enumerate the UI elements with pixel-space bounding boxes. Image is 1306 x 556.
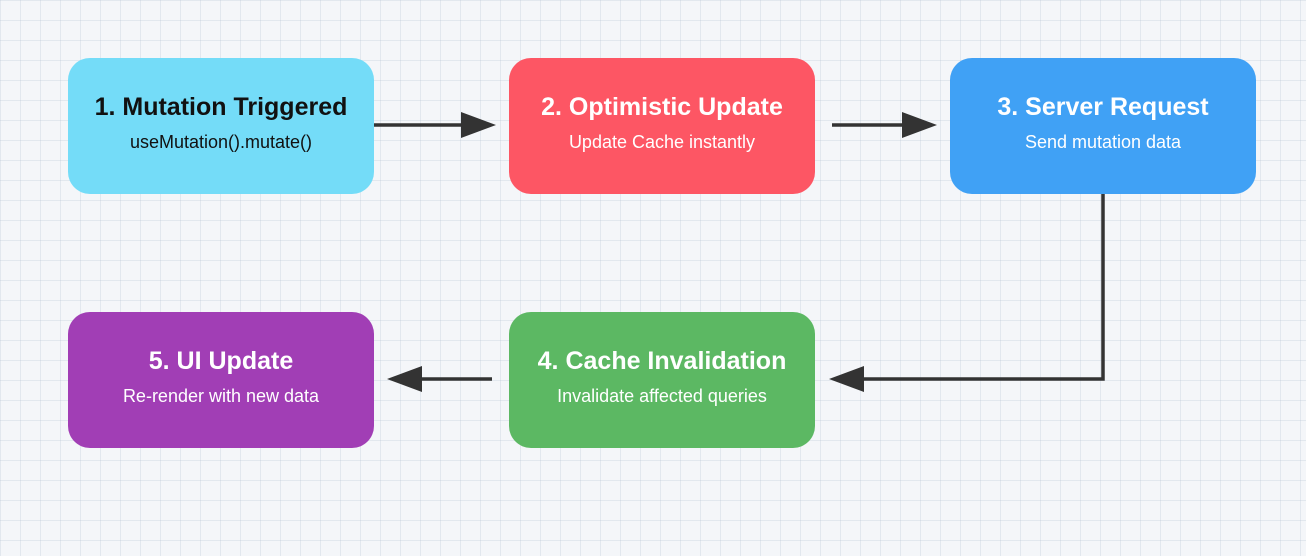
node-optimistic-update: 2. Optimistic Update Update Cache instan… <box>509 58 815 194</box>
arrowhead-right-icon <box>461 112 496 138</box>
arrowhead-left-icon <box>829 366 864 392</box>
node-ui-update: 5. UI Update Re-render with new data <box>68 312 374 448</box>
edge-n1-n2 <box>374 112 496 138</box>
node-subtitle: Send mutation data <box>1024 132 1182 152</box>
node-title: 1. Mutation Triggered <box>94 93 348 121</box>
edge-n4-n5 <box>387 366 492 392</box>
node-subtitle: Update Cache instantly <box>568 132 756 152</box>
edge-n3-n4 <box>829 193 1105 392</box>
node-title: 2. Optimistic Update <box>541 93 783 121</box>
node-subtitle: Re-render with new data <box>122 386 320 406</box>
edge-line <box>858 193 1105 381</box>
arrowhead-right-icon <box>902 112 937 138</box>
node-title: 5. UI Update <box>148 347 294 375</box>
node-cache-invalidation: 4. Cache Invalidation Invalidate affecte… <box>509 312 815 448</box>
node-title: 3. Server Request <box>997 93 1209 121</box>
edge-n2-n3 <box>832 112 937 138</box>
node-mutation-triggered: 1. Mutation Triggered useMutation().muta… <box>68 58 374 194</box>
node-title: 4. Cache Invalidation <box>537 347 787 375</box>
node-subtitle: useMutation().mutate() <box>129 132 313 152</box>
node-server-request: 3. Server Request Send mutation data <box>950 58 1256 194</box>
arrowhead-left-icon <box>387 366 422 392</box>
node-subtitle: Invalidate affected queries <box>557 386 767 406</box>
